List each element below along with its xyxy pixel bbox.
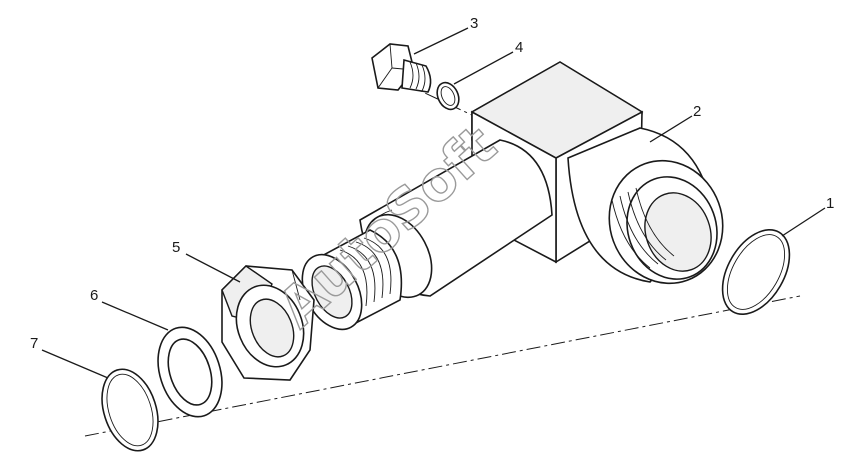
callout-6: 6 — [90, 287, 98, 304]
o-ring-seal-small — [101, 368, 159, 452]
hex-plug-bolt — [371, 43, 432, 93]
leader-line-2 — [649, 115, 693, 143]
callout-7: 7 — [30, 335, 38, 352]
leader-line-1 — [781, 207, 826, 237]
o-ring-small-inner — [440, 86, 456, 106]
leader-line-6 — [101, 301, 169, 331]
main-assembly-axis — [84, 295, 801, 437]
leader-line-7 — [41, 349, 109, 379]
leader-line-4 — [453, 51, 514, 85]
o-ring-seal-large — [721, 228, 791, 316]
callout-1: 1 — [826, 195, 834, 212]
callout-3: 3 — [470, 15, 478, 32]
leader-line-3 — [413, 27, 469, 55]
leader-line-5 — [185, 253, 241, 283]
backup-washer — [157, 326, 223, 418]
callout-5: 5 — [172, 239, 180, 256]
callout-2: 2 — [693, 103, 701, 120]
o-ring-small — [436, 81, 460, 111]
callout-4: 4 — [515, 39, 523, 56]
hex-lock-nut — [221, 265, 315, 381]
elbow-adapter-body — [301, 61, 724, 331]
